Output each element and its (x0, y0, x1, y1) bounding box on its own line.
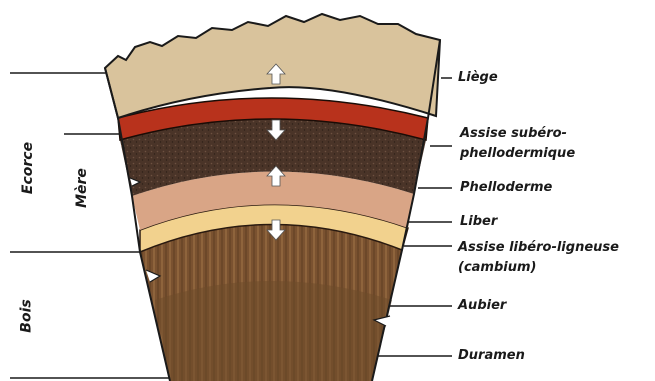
label-phelloderme: Phelloderme (460, 178, 552, 197)
label-mere: Mère (74, 168, 90, 208)
label-aubier: Aubier (458, 296, 506, 315)
label-ecorce: Ecorce (20, 142, 36, 194)
duramen-shade (155, 281, 392, 381)
label-bois: Bois (19, 299, 35, 332)
label-cambium-line2: (cambium) (458, 258, 536, 277)
label-cambium-line1: Assise libéro-ligneuse (458, 238, 619, 257)
label-assise-subero-line2: phellodermique (460, 144, 575, 163)
label-liege: Liège (458, 68, 498, 87)
label-liber: Liber (460, 212, 497, 231)
label-duramen: Duramen (458, 346, 525, 365)
label-assise-subero-line1: Assise subéro- (460, 124, 567, 143)
